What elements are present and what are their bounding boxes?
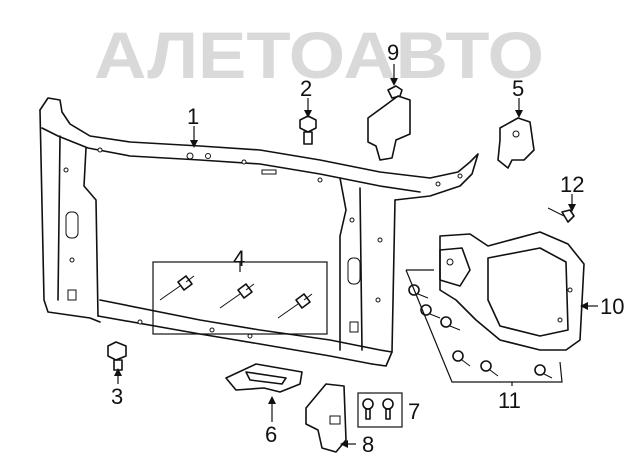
rivets-group — [152, 261, 328, 335]
screw — [547, 207, 575, 223]
callouts: 1 2 3 4 5 6 7 8 9 10 11 12 — [111, 40, 624, 457]
callout-11: 11 — [498, 388, 521, 413]
bolt-small — [382, 398, 394, 420]
bolts-pair-group — [357, 392, 403, 428]
latch-bracket — [305, 383, 347, 453]
bolt-small — [420, 304, 441, 319]
callout-7: 7 — [408, 399, 420, 424]
callout-9: 9 — [387, 40, 399, 65]
callout-12: 12 — [560, 172, 584, 197]
bolt-small — [480, 360, 499, 377]
bolt-small — [362, 398, 374, 420]
bolts-group — [405, 269, 563, 383]
callout-4: 4 — [233, 246, 245, 271]
callout-5: 5 — [512, 76, 524, 101]
bolts-pair-box — [357, 392, 403, 428]
callout-2: 2 — [300, 76, 312, 101]
bracket-with-nut — [367, 85, 411, 161]
watermark-text: АЛЕТОАВТО — [94, 18, 544, 92]
bolt — [299, 115, 317, 145]
lower-bracket — [225, 363, 303, 393]
bolt-small — [452, 350, 471, 367]
bolt-small — [534, 364, 553, 379]
callout-6: 6 — [265, 422, 277, 447]
callout-8: 8 — [362, 432, 374, 457]
watermark: АЛЕТОАВТО — [94, 18, 544, 92]
callout-3: 3 — [111, 384, 123, 409]
rivet — [159, 275, 195, 301]
rivets-box — [152, 261, 328, 335]
radiator-support-frame — [39, 97, 479, 367]
rivet — [219, 283, 255, 309]
leader-lines — [114, 64, 598, 448]
bolt-small — [440, 316, 461, 331]
callout-10: 10 — [600, 294, 624, 319]
flange-bolt — [107, 341, 127, 371]
rivet — [277, 293, 313, 319]
headlamp-mounting-bracket — [439, 231, 585, 351]
bolt-small — [408, 284, 429, 299]
bracket — [497, 117, 535, 169]
callout-1: 1 — [187, 104, 199, 129]
